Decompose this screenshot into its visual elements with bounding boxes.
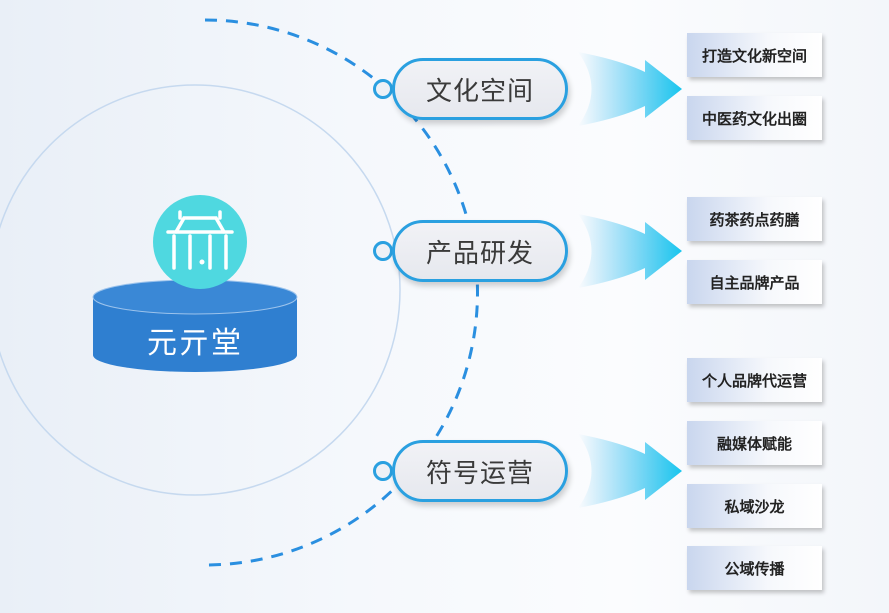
leaf-item: 药茶药点药膳 [687,197,822,241]
leaf-item: 自主品牌产品 [687,260,822,304]
branch-symbol-operation: 符号运营 [392,440,568,502]
arrows [578,52,682,508]
connector-node [373,461,393,481]
leaf-item: 中医药文化出圈 [687,96,822,140]
leaf-item: 融媒体赋能 [687,421,822,465]
dashed-arc [204,18,479,567]
connector-node [373,79,393,99]
branch-culture-space: 文化空间 [392,58,568,120]
inner-arc [0,84,401,496]
leaf-item: 个人品牌代运营 [687,358,822,402]
branch-product-development: 产品研发 [392,220,568,282]
connector-node [373,241,393,261]
leaf-item: 公域传播 [687,546,822,590]
gate-icon [153,195,247,289]
hub-label: 元亓堂 [147,326,243,361]
leaf-item: 打造文化新空间 [687,33,822,77]
arrow-icon [578,214,682,288]
arrow-icon [578,434,682,508]
leaf-item: 私域沙龙 [687,484,822,528]
arrow-icon [578,52,682,126]
